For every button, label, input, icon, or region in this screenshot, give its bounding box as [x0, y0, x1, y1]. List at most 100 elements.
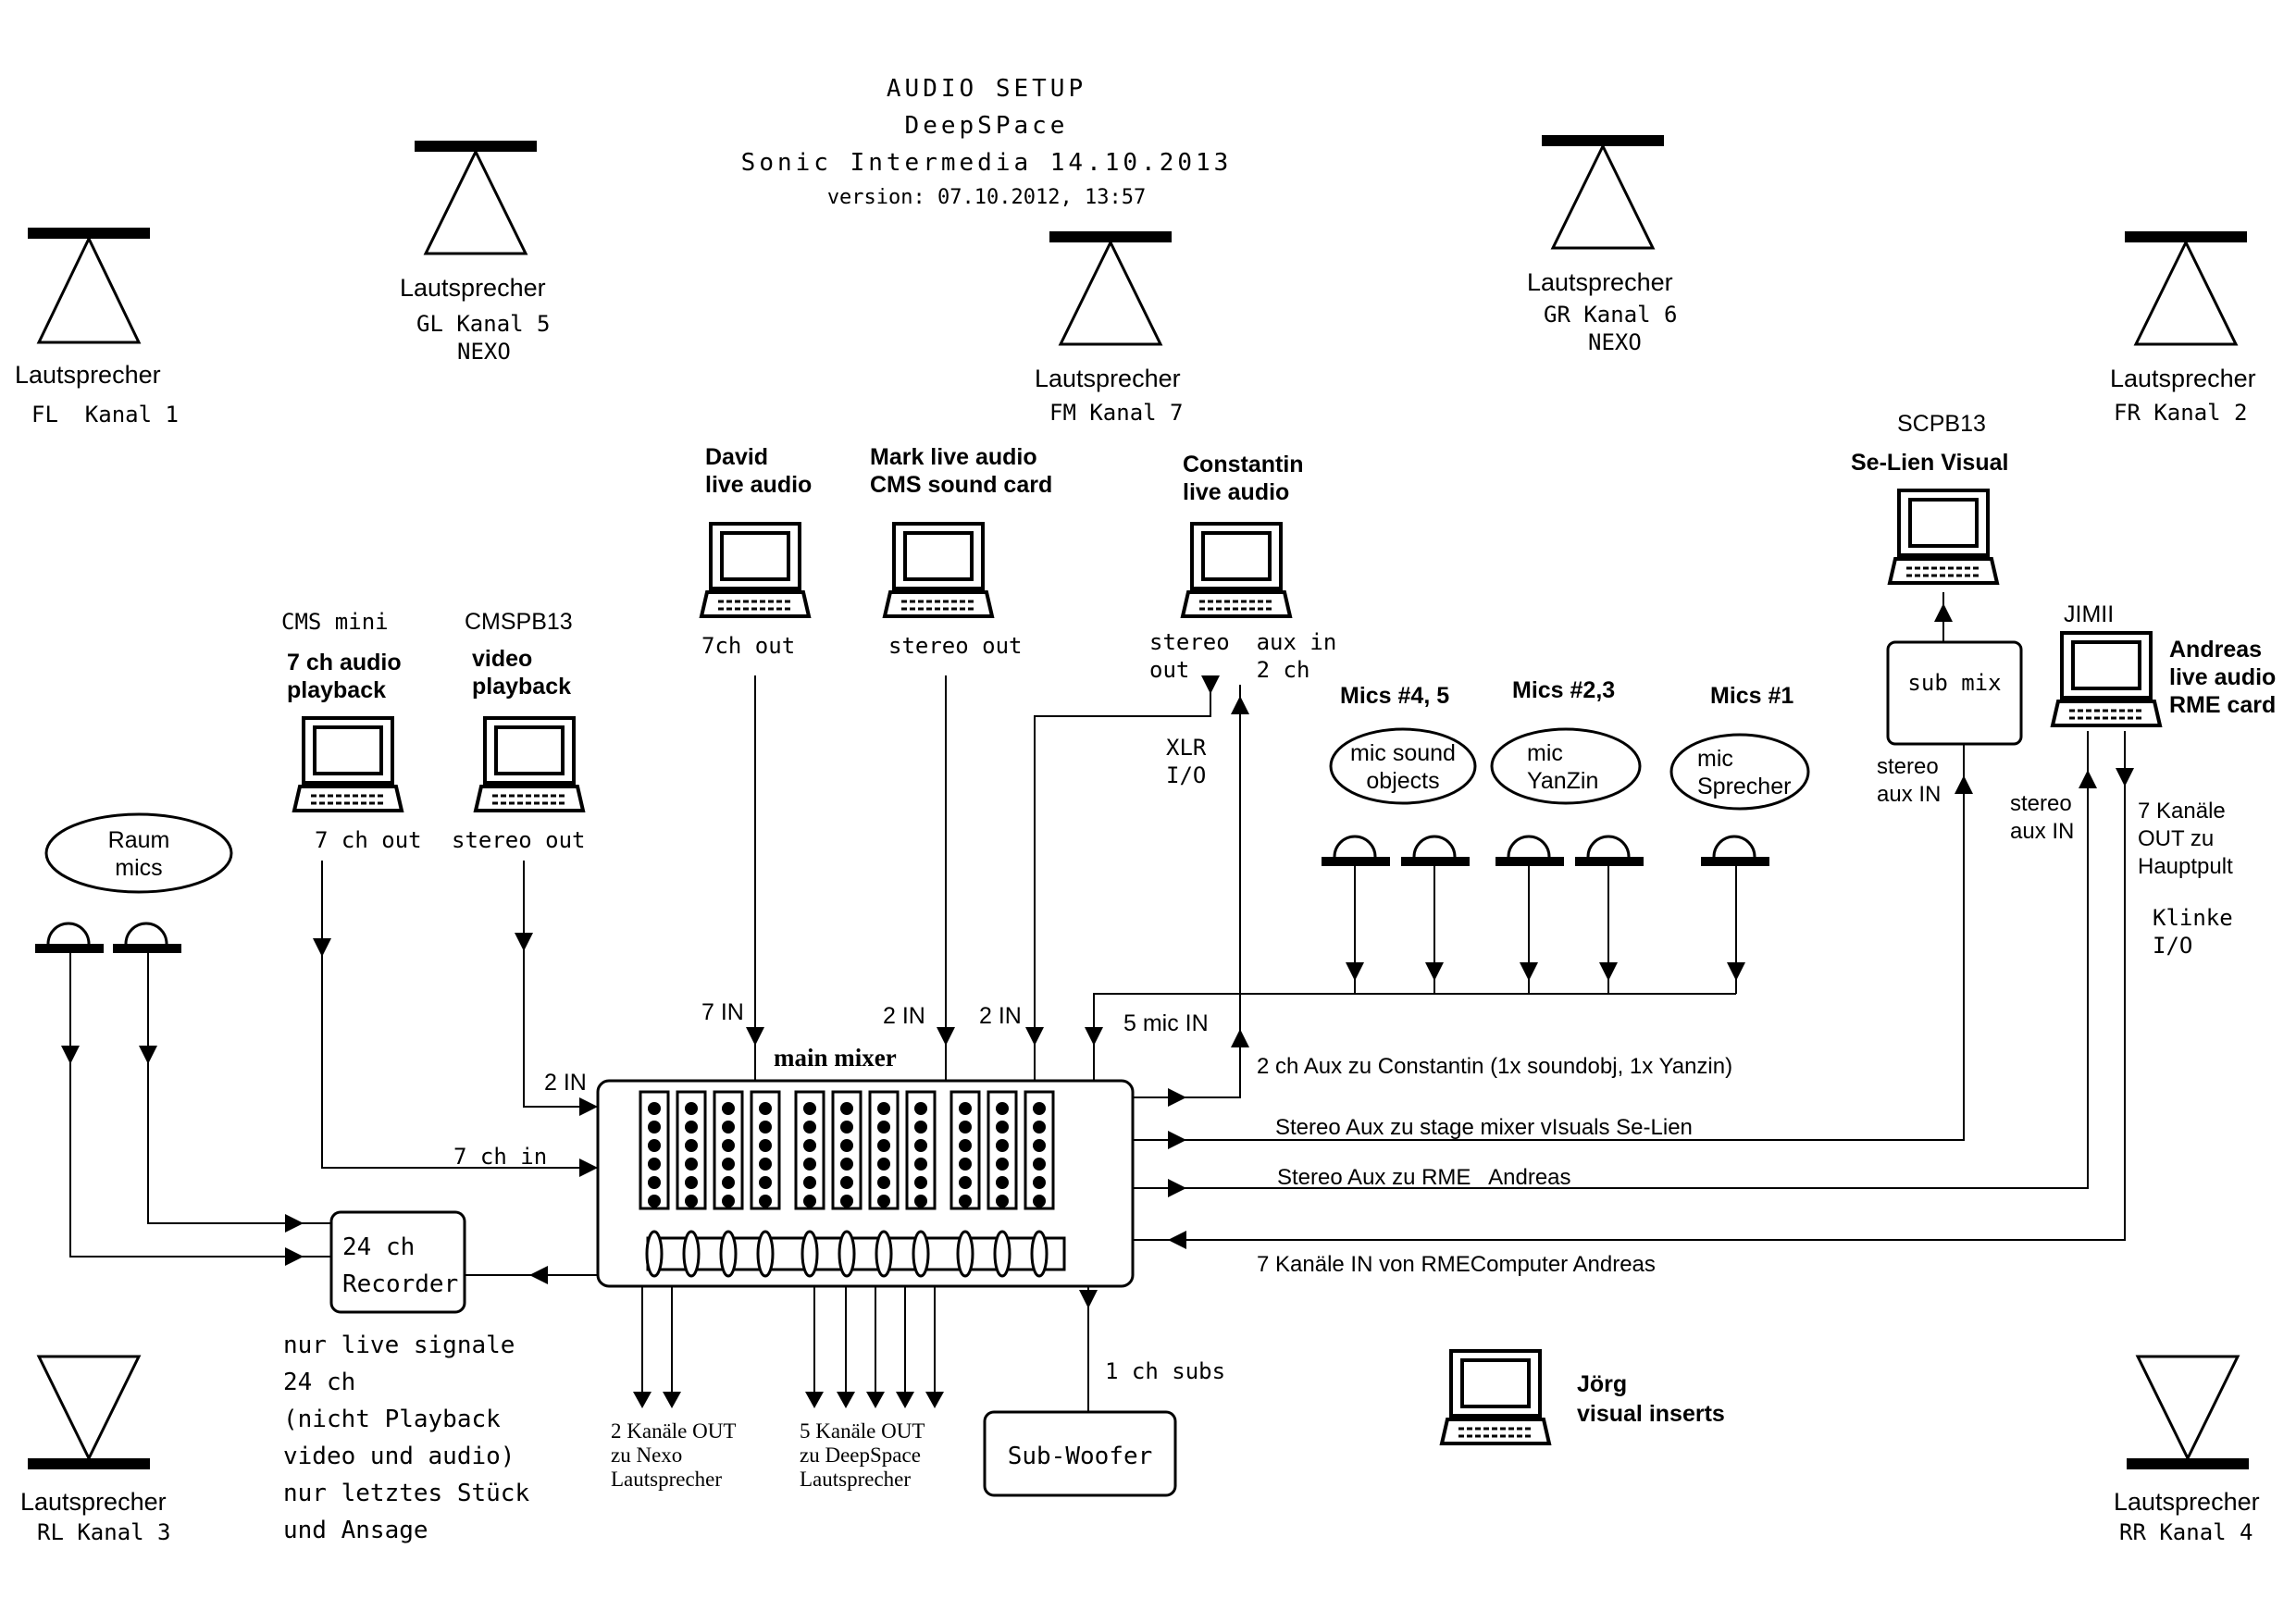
computer-constantin: Constantin live audio stereo aux in out … [1149, 452, 1336, 683]
computer-cmspb13: CMSPB13 video playback stereo out [452, 609, 586, 853]
mixer-channel-strip [987, 1090, 1018, 1210]
speaker-fl: Lautsprecher FL Kanal 1 [15, 228, 179, 427]
computer-constantin-label1: Constantin [1183, 452, 1304, 477]
speaker-rr: Lautsprecher RR Kanal 4 [2114, 1355, 2260, 1545]
mixer-knob [648, 1139, 661, 1152]
label-stereo-aux-in-1: stereo [1877, 754, 1939, 779]
laptop-icon [474, 716, 585, 812]
mics-4-5: Mics #4, 5 mic sound objects [1320, 683, 1477, 868]
mixer-knob [803, 1158, 816, 1171]
main-mixer-label: main mixer [774, 1044, 897, 1072]
laptop-icon [1888, 489, 1999, 585]
computer-cmspb13-out: stereo out [452, 827, 586, 853]
label-klinke-2: I/O [2153, 933, 2192, 959]
mixer-knob [648, 1102, 661, 1115]
mixer-knob [722, 1139, 735, 1152]
speaker-gr-icon [1542, 135, 1664, 146]
mixer-knob [648, 1195, 661, 1208]
recorder-note-line1: nur live signale [283, 1332, 515, 1359]
label-out-deepspace-1: 5 Kanäle OUT [800, 1419, 925, 1443]
mixer-knob [959, 1102, 972, 1115]
label-xlr-2: I/O [1166, 762, 1206, 788]
speaker-gl-channel: GL Kanal 5 [416, 311, 551, 337]
mixer-knob [685, 1102, 698, 1115]
computer-constantin-io2: out 2 ch [1149, 657, 1309, 683]
mixer-knob [840, 1102, 853, 1115]
speaker-fr: Lautsprecher FR Kanal 2 [2110, 231, 2256, 426]
mixer-knob [877, 1121, 890, 1134]
mixer-channel-strip [1024, 1090, 1055, 1210]
mics-1-line1: mic [1697, 746, 1733, 772]
computer-cmspb13-label2: playback [472, 674, 571, 700]
speaker-rr-icon [2127, 1458, 2249, 1469]
label-7-kanaele-out-1: 7 Kanäle [2138, 799, 2226, 824]
speaker-gl-brand: NEXO [457, 339, 511, 365]
mixer-knob [722, 1176, 735, 1189]
mixer-knob [877, 1176, 890, 1189]
mixer-channel-strip [868, 1090, 900, 1210]
speaker-rl-channel: RL Kanal 3 [37, 1519, 171, 1545]
mics-4-5-title: Mics #4, 5 [1340, 683, 1449, 709]
mixer-knob [914, 1158, 927, 1171]
mic-icon [1320, 835, 1392, 868]
speaker-rl-name: Lautsprecher [20, 1488, 167, 1516]
title-line2: DeepSPace [905, 112, 1069, 140]
mixer-knob [1033, 1102, 1046, 1115]
mixer-channel-strip [713, 1090, 744, 1210]
label-7-kanaele-out-3: Hauptpult [2138, 854, 2233, 879]
mixer-knob [914, 1139, 927, 1152]
recorder-note-line6: und Ansage [283, 1517, 428, 1544]
mixer-knob [959, 1158, 972, 1171]
mixer-knob [685, 1158, 698, 1171]
label-aux-rme: Stereo Aux zu RME_ Andreas [1277, 1165, 1571, 1190]
mixer-knob [996, 1102, 1009, 1115]
mixer-knob [877, 1102, 890, 1115]
label-1-ch-subs: 1 ch subs [1105, 1358, 1225, 1384]
laptop-icon [1440, 1349, 1551, 1445]
mixer-knob [996, 1139, 1009, 1152]
mixer-knob [803, 1102, 816, 1115]
label-7-in: 7 IN [701, 999, 744, 1025]
mixer-channel-strip [949, 1090, 981, 1210]
label-in-rme: 7 Kanäle IN von RMEComputer Andreas [1257, 1252, 1656, 1277]
mixer-channel-strip [905, 1090, 937, 1210]
computer-cms-mini-label2: playback [287, 677, 386, 703]
mixer-knob [803, 1121, 816, 1134]
mixer-knob [959, 1176, 972, 1189]
computer-david-label1: David [705, 444, 768, 470]
label-aux-stage: Stereo Aux zu stage mixer vIsuals Se-Lie… [1275, 1115, 1693, 1140]
mic-icon [1399, 835, 1471, 868]
mics-4-5-line1: mic sound [1350, 740, 1456, 766]
mixer-fader [838, 1230, 856, 1278]
computer-jorg-label2: visual inserts [1577, 1401, 1725, 1427]
speaker-fr-name: Lautsprecher [2110, 365, 2256, 392]
speaker-fr-channel: FR Kanal 2 [2114, 400, 2248, 426]
mixer-knob [759, 1139, 772, 1152]
speaker-fm-channel: FM Kanal 7 [1049, 400, 1184, 426]
mixer-knob [759, 1158, 772, 1171]
mixer-knob [914, 1176, 927, 1189]
mixer-fader [956, 1230, 974, 1278]
mic-icon [111, 922, 183, 955]
mixer-knob [1033, 1176, 1046, 1189]
computer-scpb13-label1: Se-Lien Visual [1851, 450, 2008, 476]
computer-mark-label1: Mark live audio [870, 444, 1037, 470]
speaker-gl-name: Lautsprecher [400, 274, 546, 302]
mixer-knob [959, 1139, 972, 1152]
recorder-note-line2: 24 ch [283, 1369, 355, 1396]
computer-david: David live audio 7ch out [700, 444, 812, 659]
label-out-nexo-2: zu Nexo [611, 1443, 682, 1467]
label-7-kanaele-out-2: OUT zu [2138, 826, 2214, 851]
speaker-rl-icon [28, 1458, 150, 1469]
computer-jorg: Jörg visual inserts [1440, 1349, 1725, 1445]
speaker-fm: Lautsprecher FM Kanal 7 [1035, 231, 1184, 426]
computer-mark: Mark live audio CMS sound card stereo ou… [870, 444, 1052, 659]
mixer-knob [685, 1195, 698, 1208]
sub-woofer-label: Sub-Woofer [1008, 1443, 1153, 1470]
laptop-icon [1181, 522, 1292, 618]
mics-4-5-line2: objects [1366, 768, 1439, 794]
mixer-fader [800, 1230, 819, 1278]
mic-icon [1494, 835, 1566, 868]
label-stereo-aux-in-b2: aux IN [2010, 819, 2074, 844]
mixer-fader [719, 1230, 738, 1278]
